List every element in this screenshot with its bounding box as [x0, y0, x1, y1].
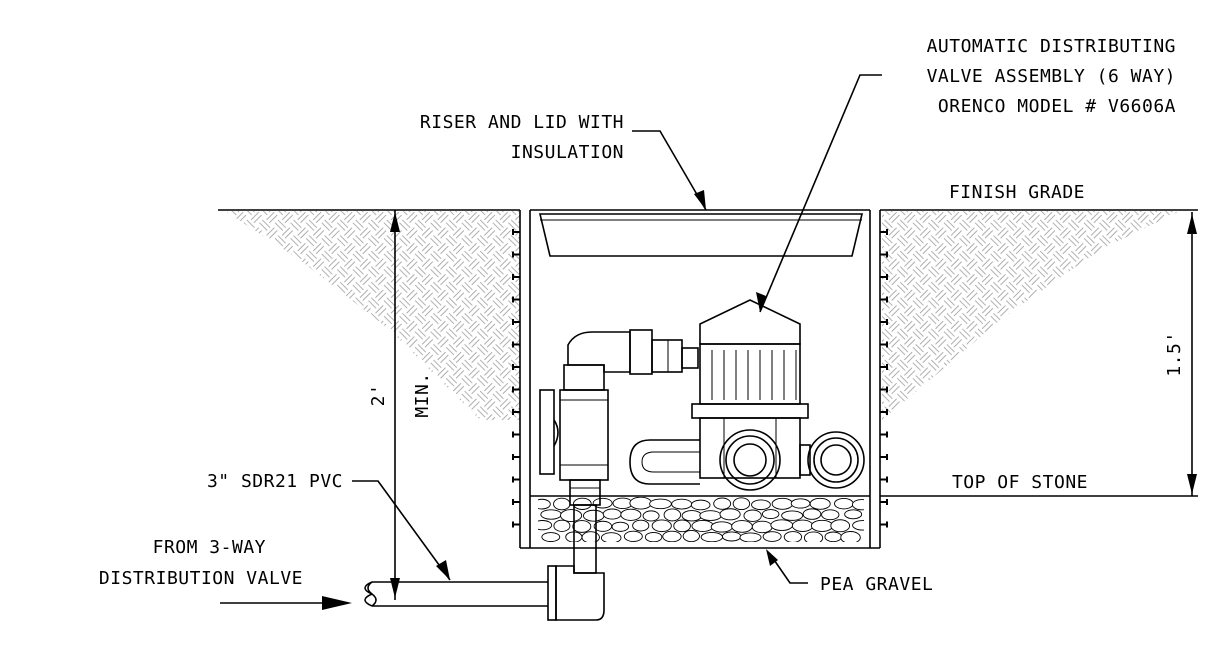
soil-hatch-right [882, 211, 1180, 420]
dimension-depth [390, 210, 400, 600]
pea-gravel-label: PEA GRAVEL [820, 574, 933, 595]
pipe-label: 3" SDR21 PVC [207, 471, 343, 492]
finish-grade-label: FINISH GRADE [949, 182, 1085, 203]
valve-label-line2: VALVE ASSEMBLY (6 WAY) [927, 66, 1176, 87]
distributing-valve [629, 299, 865, 491]
dimension-stone-value: 1.5' [1164, 331, 1185, 376]
dimension-min-label: MIN. [412, 372, 433, 417]
riser [512, 209, 888, 549]
valve-label-line1: AUTOMATIC DISTRIBUTING [927, 36, 1176, 57]
lid-insulation [538, 213, 864, 257]
riser-label-line2: INSULATION [511, 142, 624, 163]
soil-hatch-left [225, 211, 520, 420]
check-valve [539, 329, 699, 481]
dimension-depth-value: 2' [368, 384, 389, 407]
riser-label-line1: RISER AND LID WITH [420, 112, 624, 133]
from-label-line1: FROM 3-WAY [153, 537, 266, 558]
dimension-stone [880, 212, 1198, 497]
leaders [220, 74, 882, 610]
pea-gravel [530, 495, 870, 542]
top-of-stone-label: TOP OF STONE [952, 472, 1088, 493]
inlet-pipe [364, 479, 605, 621]
valve-label-line3: ORENCO MODEL # V6606A [938, 96, 1176, 117]
from-label-line2: DISTRIBUTION VALVE [99, 568, 303, 589]
